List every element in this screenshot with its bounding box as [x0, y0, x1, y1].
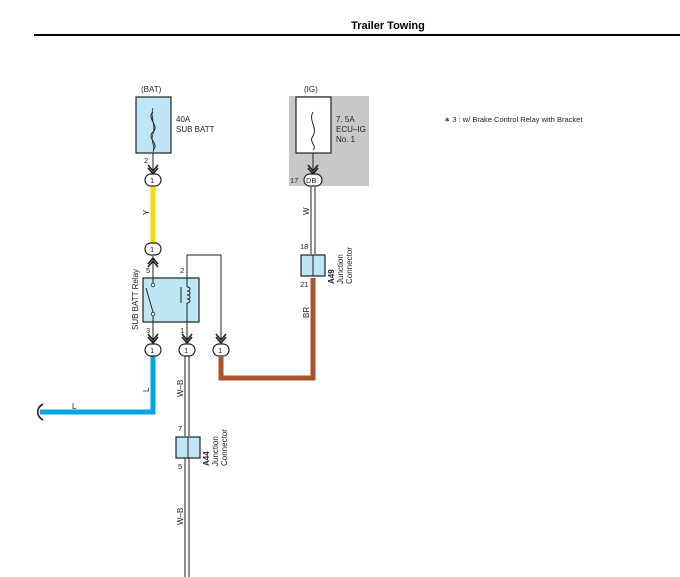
connector-bat-out: [144, 173, 162, 187]
wire-label-l-horizontal: L: [72, 402, 77, 411]
label-ig-name-1: ECU–IG: [336, 125, 366, 134]
chevron-down-icon: [147, 333, 159, 345]
wire-brown: [218, 278, 316, 381]
a49-line1: Junction: [336, 254, 345, 284]
fuse-element-icon: [150, 111, 156, 151]
wire-label-w: W: [302, 207, 311, 215]
a49-pin-bottom: 21: [300, 280, 308, 289]
wire-label-wb-lower: W–B: [176, 508, 185, 525]
wire-relay-pin2: [186, 254, 222, 340]
label-bat-supply: (BAT): [141, 85, 162, 94]
connector-label: 1: [184, 346, 188, 355]
wire-blue: [40, 356, 156, 415]
pin-ig: 17: [290, 176, 298, 185]
relay-contact-top: [150, 282, 156, 288]
chevron-up-icon: [147, 256, 159, 268]
connector-label: 1: [150, 346, 154, 355]
relay-pin-3: 3: [146, 326, 150, 335]
relay-pin-2: 2: [180, 266, 184, 275]
a44-line1: Junction: [211, 436, 220, 466]
chevron-down-icon: [181, 333, 193, 345]
connector-label-db: DB: [306, 176, 316, 185]
connector-relay-out-1: [178, 343, 196, 357]
relay-contact-bottom: [150, 311, 156, 317]
wire-label-l-vertical: L: [142, 387, 151, 392]
label-bat-name: SUB BATT: [176, 125, 215, 134]
pin-bat: 2: [144, 156, 148, 165]
wire-label-wb-upper: W–B: [176, 380, 185, 397]
connector-right: [212, 343, 230, 357]
fuse-element-icon-2: [151, 107, 155, 153]
connector-label: 1: [150, 176, 154, 185]
label-ig-supply: (IG): [304, 85, 318, 94]
label-ig-rating: 7. 5A: [336, 115, 355, 124]
relay-pin-5: 5: [146, 266, 150, 275]
label-bat-rating: 40A: [176, 115, 191, 124]
connector-label: 1: [218, 346, 222, 355]
relay-pin-1: 1: [180, 326, 184, 335]
label-ig-name-2: No. 1: [336, 135, 356, 144]
a49-code: A49: [327, 269, 336, 284]
wire-label-br: BR: [302, 307, 311, 318]
relay-name: SUB BATT Relay: [131, 269, 140, 330]
connector-label: 1: [150, 245, 154, 254]
note-text: ∗ 3 : w/ Brake Control Relay with Bracke…: [444, 115, 583, 124]
a44-code: A44: [202, 451, 211, 466]
a49-pin-top: 18: [300, 242, 308, 251]
a49-line2: Connector: [345, 247, 354, 284]
chevron-down-icon: [215, 333, 227, 345]
a44-line2: Connector: [220, 429, 229, 466]
page-title: Trailer Towing: [351, 20, 425, 32]
wire-label-y: Y: [142, 209, 151, 215]
relay-switch-arm: [145, 287, 154, 313]
fuse-element-icon: [311, 111, 315, 151]
connector-relay-out-3: [144, 343, 162, 357]
a44-pin-top: 7: [178, 424, 182, 433]
harness-break-icon: [36, 403, 44, 421]
connector-db: [303, 173, 323, 187]
header-rule: [34, 34, 680, 36]
relay-coil-icon: [186, 286, 191, 304]
connector-relay-in: [144, 242, 162, 256]
a44-pin-bottom: 5: [178, 462, 182, 471]
